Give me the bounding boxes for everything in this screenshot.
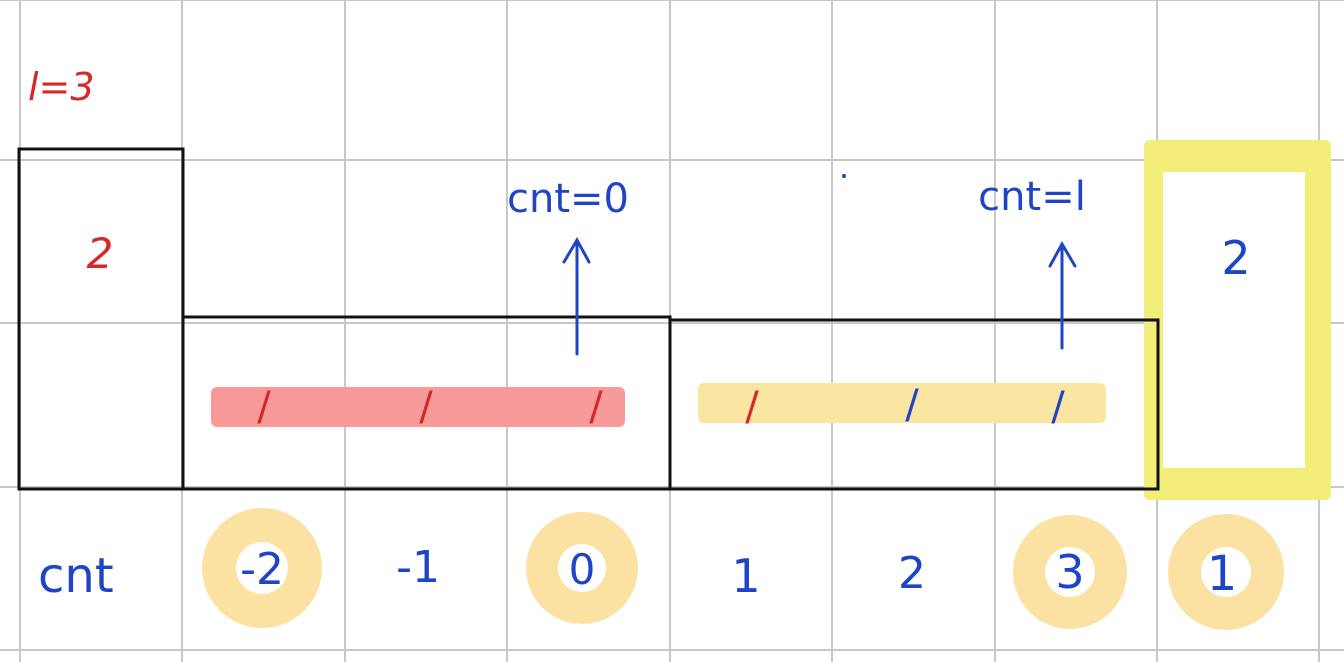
- cnt-value-3: 0: [569, 545, 596, 594]
- highlight-box-right-inner: [1163, 172, 1305, 468]
- left-box-value: 2: [87, 229, 114, 278]
- red-tally-1: /: [257, 384, 271, 430]
- yellow-tally-bar: [698, 383, 1106, 423]
- cnt-eq-l-note: cnt=l: [978, 174, 1086, 220]
- arrow-up-icon-right: [1048, 240, 1077, 350]
- yellow-tally-1: /: [745, 384, 759, 430]
- cnt-value-4: 1: [731, 549, 760, 603]
- right-box-value: 2: [1221, 231, 1250, 285]
- red-tally-marks: / / /: [257, 384, 603, 430]
- left-box: [17, 147, 185, 491]
- cnt-row: cnt -2 -1 0 1 2 3 1: [38, 542, 1237, 604]
- cnt-value-5: 2: [898, 548, 926, 599]
- yellow-tally-3: /: [1051, 384, 1065, 430]
- cnt-value-6: 3: [1055, 545, 1084, 599]
- yellow-tally-marks: / / /: [745, 382, 1065, 430]
- arrow-up-icon: [562, 236, 591, 356]
- red-tally-2: /: [419, 384, 433, 430]
- cnt-row-label: cnt: [38, 548, 114, 604]
- l-value-note: l=3: [28, 65, 95, 109]
- cnt-eq-0-note: cnt=0: [507, 176, 629, 222]
- middle-box-right: [668, 318, 1160, 491]
- red-tally-3: /: [589, 384, 603, 430]
- cnt-value-1: -2: [240, 544, 284, 595]
- stray-dot: [842, 174, 846, 178]
- cnt-value-7: 1: [1207, 546, 1238, 602]
- red-tally-bar: [211, 387, 625, 427]
- cnt-value-2: -1: [396, 542, 440, 593]
- yellow-tally-2: /: [905, 382, 919, 428]
